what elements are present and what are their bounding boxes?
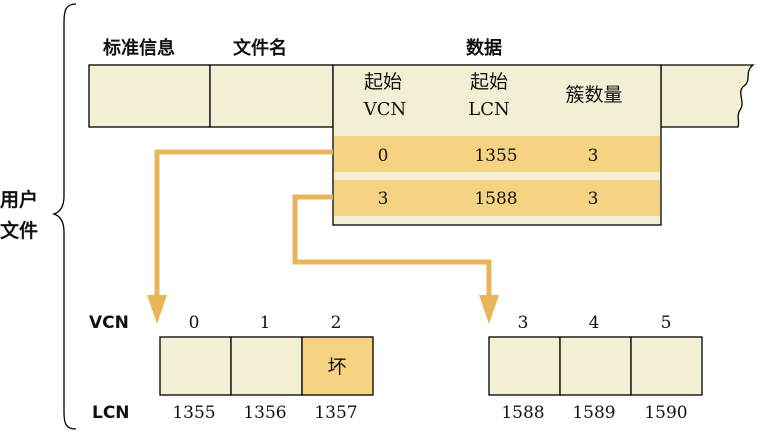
header-filename: 文件名	[233, 37, 287, 59]
record-cell-filename	[209, 64, 334, 128]
record-cell-std-info	[88, 64, 211, 128]
cluster-1356	[230, 336, 303, 396]
col-start-vcn-1: 起始	[364, 71, 402, 93]
col-cluster-count: 簇数量	[565, 84, 622, 106]
col-start-lcn-1: 起始	[470, 71, 508, 93]
group2-lcn-1: 1589	[572, 403, 615, 423]
lcn-row-label: LCN	[92, 403, 130, 423]
run-row-0-fill	[334, 136, 660, 172]
run-1-count: 3	[588, 189, 599, 209]
group2-lcn-2: 1590	[644, 403, 687, 423]
arrow-run-0	[154, 149, 333, 297]
record-cell-tail	[660, 64, 755, 128]
side-label-line1: 用户	[0, 188, 38, 211]
run-1-vcn: 3	[378, 189, 389, 209]
side-label-line2: 文件	[0, 219, 38, 242]
group2-vcn-1: 4	[589, 313, 600, 333]
group1-vcn-0: 0	[189, 313, 200, 333]
header-data: 数据	[466, 37, 502, 59]
file-brace	[51, 3, 77, 430]
group1-lcn-1: 1356	[243, 403, 286, 423]
cluster-1589	[559, 336, 632, 396]
run-row-1-fill	[334, 180, 660, 216]
arrow-run-1-head	[479, 295, 499, 324]
arrow-run-1	[292, 194, 492, 297]
cluster-1588	[488, 336, 561, 396]
header-std-info: 标准信息	[102, 37, 175, 59]
col-start-vcn-2: VCN	[363, 99, 407, 120]
run-0-lcn: 1355	[474, 146, 517, 166]
group2-lcn-0: 1588	[501, 403, 544, 423]
cluster-1357-bad	[301, 336, 374, 396]
group1-vcn-2: 2	[331, 313, 342, 333]
group2-vcn-2: 5	[661, 313, 672, 333]
arrow-run-0-head	[147, 295, 167, 324]
cluster-1355	[159, 336, 232, 396]
cluster-1590	[630, 336, 703, 396]
group1-vcn-1: 1	[260, 313, 271, 333]
run-1-lcn: 1588	[474, 189, 517, 209]
group1-lcn-2: 1357	[314, 403, 357, 423]
group2-vcn-0: 3	[518, 313, 529, 333]
bad-cluster-label: 坏	[327, 356, 346, 378]
vcn-row-label: VCN	[89, 313, 129, 333]
run-0-count: 3	[588, 146, 599, 166]
run-0-vcn: 0	[378, 146, 389, 166]
group1-lcn-0: 1355	[172, 403, 215, 423]
col-start-lcn-2: LCN	[468, 99, 509, 120]
